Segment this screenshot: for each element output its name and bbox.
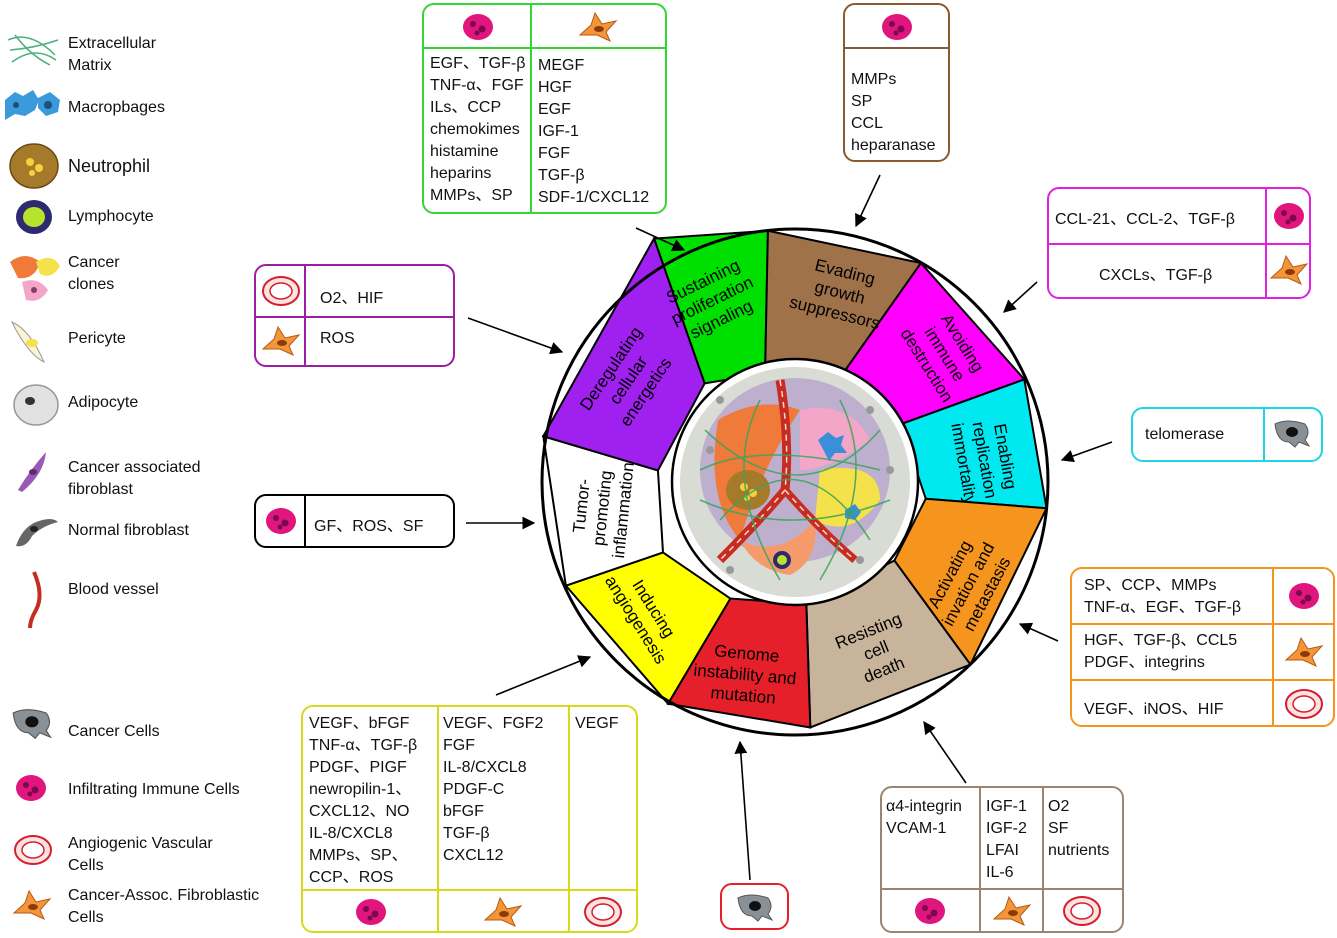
normal-fibroblast-icon	[16, 519, 58, 547]
arrow-mutation	[734, 740, 751, 881]
arrows	[466, 174, 1113, 881]
legend-cancer-clones: Cancer clones	[68, 254, 120, 293]
vascular-cell-legend-icon	[14, 835, 52, 865]
vascular-cell-icon	[584, 897, 622, 927]
adipocyte-icon	[13, 384, 59, 426]
legend-macrophages: Macropbages	[68, 99, 165, 116]
growth-list: MMPs SP CCL heparanase	[851, 71, 936, 154]
cancer-cell-icon	[737, 894, 773, 922]
blood-vessel-icon	[28, 571, 42, 629]
immune-cell-icon	[882, 14, 912, 40]
arrow-invasion	[1018, 622, 1059, 642]
legend-normal-fibroblast: Normal fibroblast	[68, 522, 189, 539]
proliferation-immune-list: EGF、TGF-β TNF-α、FGF ILs、CCP chemokimes h…	[430, 55, 526, 204]
immune-cell-icon	[1274, 203, 1304, 229]
immune-cell-legend-icon	[16, 775, 46, 801]
legend-neutrophil: Neutrophil	[68, 156, 151, 176]
invasion-row3: VEGF、iNOS、HIF	[1084, 701, 1224, 718]
angio-col1: VEGF、bFGF TNF-α、TGF-β PDGF、PIGF newropil…	[309, 715, 418, 886]
arrow-death	[923, 720, 967, 784]
vascular-cell-icon	[1063, 896, 1101, 926]
energetics-row2: ROS	[320, 330, 355, 347]
angiogenesis-box: VEGF、bFGF TNF-α、TGF-β PDGF、PIGF newropil…	[301, 705, 638, 933]
pericyte-icon	[10, 320, 46, 364]
growth-box: MMPs SP CCL heparanase	[843, 3, 950, 162]
invasion-box: SP、CCP、MMPs TNF-α、EGF、TGF-β HGF、TGF-β、CC…	[1070, 567, 1335, 727]
legend-vascular-cells: Angiogenic Vascular Cells	[68, 835, 213, 874]
vascular-cell-icon	[262, 276, 300, 306]
energetics-row1: O2、HIF	[320, 290, 384, 307]
immune-cell-icon	[1289, 583, 1319, 609]
fibroblast-cell-icon	[484, 897, 522, 927]
death-col1: α4-integrin VCAM-1	[886, 798, 962, 837]
telomerase-box: telomerase	[1131, 407, 1323, 462]
immune-row1: CCL-21、CCL-2、TGF-β	[1055, 211, 1235, 228]
angio-col2: VEGF、FGF2 FGF IL-8/CXCL8 PDGF-C bFGF TGF…	[443, 715, 544, 864]
vascular-cell-icon	[1285, 689, 1323, 719]
energetics-box: O2、HIF ROS	[254, 264, 455, 367]
neutrophil-icon	[9, 143, 59, 189]
legend-blood-vessel: Blood vessel	[68, 581, 159, 598]
fibroblast-cell-icon	[1270, 255, 1308, 285]
inflammation-list: GF、ROS、SF	[314, 518, 424, 535]
arrow-immune	[1003, 281, 1038, 313]
cancer-clones-icon	[10, 256, 60, 301]
invasion-row1: SP、CCP、MMPs TNF-α、EGF、TGF-β	[1084, 577, 1242, 616]
death-col2: IGF-1 IGF-2 LFAI IL-6	[986, 798, 1027, 881]
legend-caf: Cancer associated fibroblast	[68, 459, 201, 498]
arrow-growth	[855, 174, 881, 228]
invasion-row2: HGF、TGF-β、CCL5 PDGF、integrins	[1084, 632, 1238, 671]
legend-lymphocyte: Lymphocyte	[68, 208, 154, 225]
wheel	[540, 227, 1050, 737]
legend-cancer-cells: Cancer Cells	[68, 723, 160, 740]
tumor-microenvironment	[670, 357, 920, 607]
death-box: α4-integrin VCAM-1 IGF-1 IGF-2 LFAI IL-6…	[880, 786, 1124, 933]
macrophage-icon	[5, 90, 60, 120]
extracellular-matrix-icon	[7, 34, 59, 66]
immune-cell-icon	[463, 14, 493, 40]
immune-box: CCL-21、CCL-2、TGF-β CXCLs、TGF-β	[1047, 187, 1311, 299]
proliferation-box: EGF、TGF-β TNF-α、FGF ILs、CCP chemokimes h…	[422, 3, 667, 214]
mutation-box	[720, 883, 789, 930]
fibroblast-cell-icon	[1285, 637, 1323, 667]
cancer-associated-fibroblast-icon	[18, 452, 46, 492]
legend-adipocyte: Adipocyte	[68, 394, 139, 411]
proliferation-fibro-list: MEGF HGF EGF IGF-1 FGF TGF-β SDF-1/CXCL1…	[538, 57, 650, 206]
angio-col3: VEGF	[575, 715, 619, 732]
lymphocyte-icon	[16, 200, 52, 234]
inflammation-box: GF、ROS、SF	[254, 494, 455, 548]
arrow-proliferation	[635, 227, 686, 252]
telomerase-label: telomerase	[1145, 426, 1225, 443]
fibroblast-cell-icon	[579, 12, 617, 42]
arrow-telomerase	[1060, 441, 1113, 463]
immune-cell-icon	[915, 898, 945, 924]
immune-row2: CXCLs、TGF-β	[1099, 267, 1213, 284]
death-col3: O2 SF nutrients	[1048, 798, 1110, 859]
arrow-energetics	[467, 317, 564, 355]
immune-cell-icon	[356, 899, 386, 925]
cancer-cell-icon	[1274, 420, 1310, 448]
cancer-cell-legend-icon	[12, 709, 52, 739]
legend-icons	[5, 34, 60, 920]
fibroblast-cell-icon	[993, 896, 1031, 926]
sector-deregulating	[541, 236, 706, 472]
arrow-angiogenesis	[495, 655, 592, 696]
legend-extracellular-matrix: Extracellular Matrix	[68, 35, 157, 74]
legend-fibroblastic-cells: Cancer-Assoc. Fibroblastic Cells	[68, 887, 260, 926]
fibroblastic-cell-legend-icon	[13, 890, 51, 920]
fibroblast-cell-icon	[262, 326, 300, 356]
immune-cell-icon	[266, 508, 296, 534]
legend-immune-cells: Infiltrating Immune Cells	[68, 781, 240, 798]
legend-pericyte: Pericyte	[68, 330, 126, 347]
